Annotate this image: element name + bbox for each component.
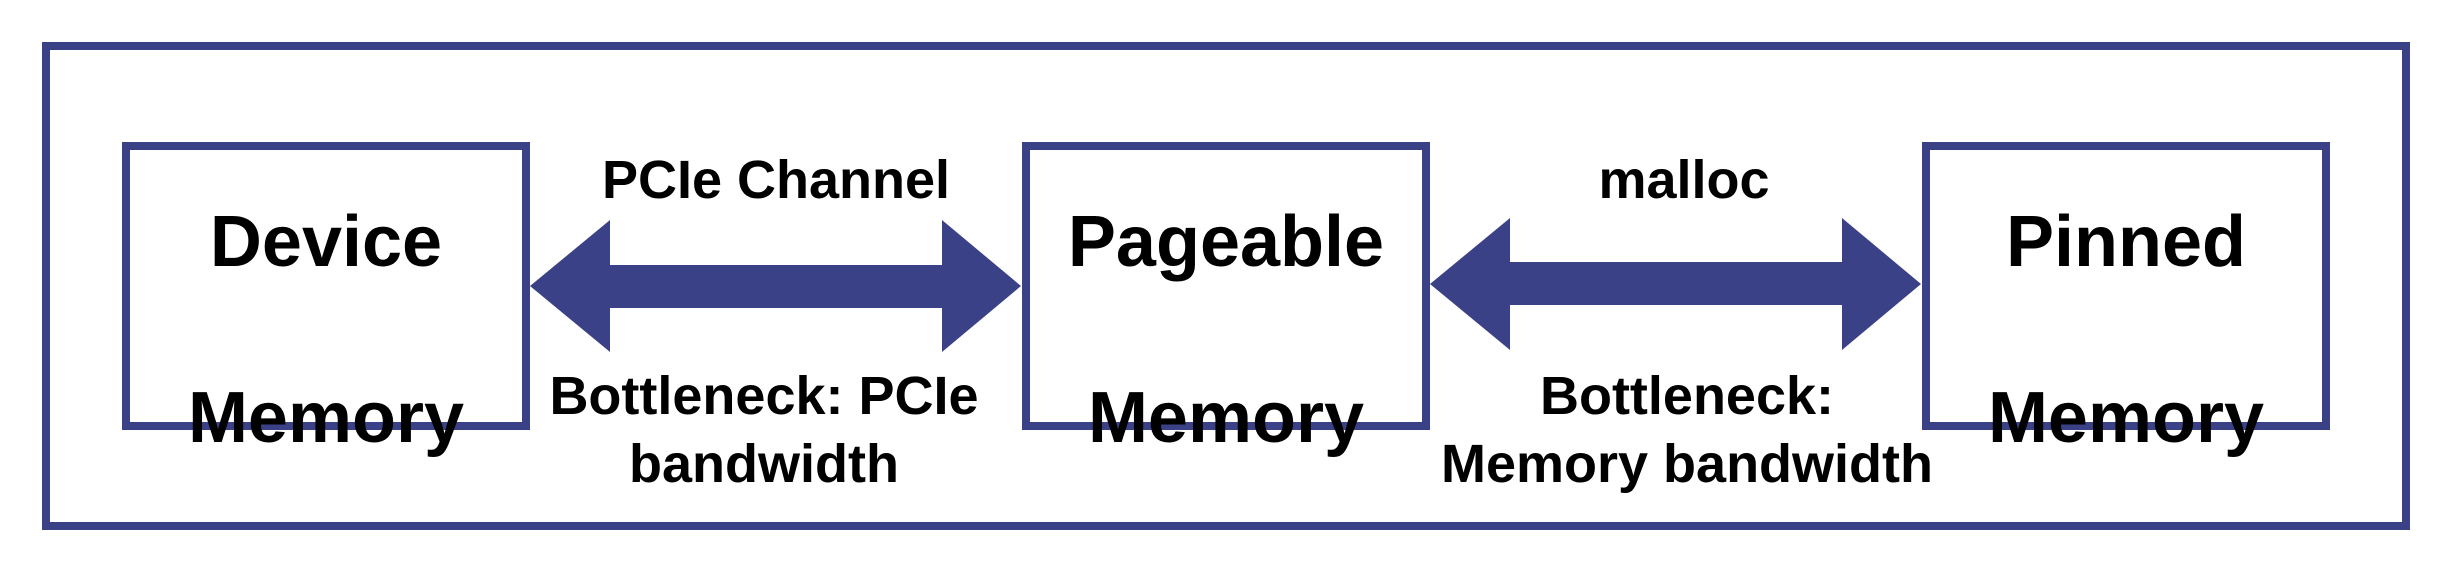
pinned-memory-label: Pinned Memory xyxy=(1988,110,2264,462)
pcie-channel-text: PCIe Channel xyxy=(601,150,951,210)
pageable-memory-line-1: Pageable xyxy=(1067,202,1385,282)
memory-bottleneck-line-2: Memory bandwidth xyxy=(1440,434,1933,494)
malloc-text: malloc xyxy=(1598,150,1770,210)
malloc-double-arrow-icon xyxy=(1430,218,1921,350)
device-memory-line-2: Memory xyxy=(187,378,465,458)
pcie-channel-label: PCIe Channel xyxy=(476,146,1076,214)
device-memory-line-1: Device xyxy=(209,202,443,282)
memory-bottleneck-label: Bottleneck: Memory bandwidth xyxy=(1337,362,2037,498)
device-memory-label: Device Memory xyxy=(188,110,464,462)
malloc-label: malloc xyxy=(1384,146,1984,214)
pinned-memory-box: Pinned Memory xyxy=(1922,142,2330,458)
device-memory-box: Device Memory xyxy=(122,142,530,458)
pcie-bottleneck-line-2: bandwidth xyxy=(629,434,899,494)
pageable-memory-label: Pageable Memory xyxy=(1068,110,1384,462)
pcie-double-arrow-icon xyxy=(530,220,1021,352)
pcie-bottleneck-label: Bottleneck: PCIe bandwidth xyxy=(414,362,1114,498)
pinned-memory-line-1: Pinned xyxy=(2005,202,2246,282)
pageable-memory-line-2: Memory xyxy=(1087,378,1365,458)
diagram-frame xyxy=(42,42,2410,530)
pageable-memory-box: Pageable Memory xyxy=(1022,142,1430,458)
pinned-memory-line-2: Memory xyxy=(1987,378,2265,458)
pcie-bottleneck-line-1: Bottleneck: PCIe xyxy=(549,366,979,426)
memory-bottleneck-line-1: Bottleneck: xyxy=(1539,366,1835,426)
